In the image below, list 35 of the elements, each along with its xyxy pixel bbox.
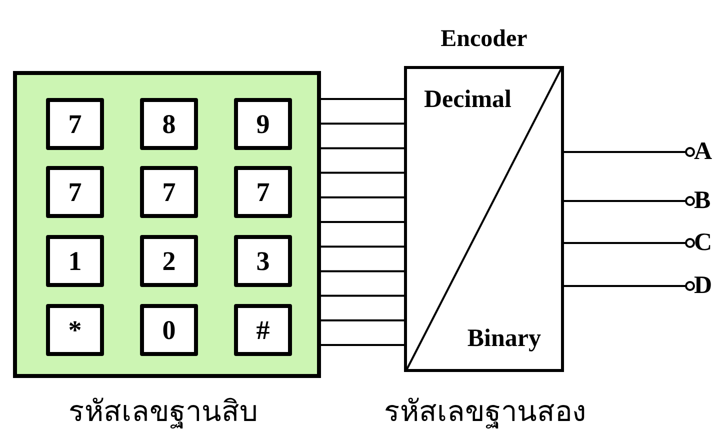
wire [321, 246, 404, 248]
encoder-title: Encoder [440, 26, 528, 54]
keypad-key: 7 [234, 166, 292, 218]
wire [564, 281, 695, 291]
keypad-key: 7 [46, 166, 104, 218]
keypad-key: * [46, 304, 104, 356]
keypad-key: 9 [234, 98, 292, 150]
wire [321, 172, 404, 174]
node-label: รหัสเลขฐานสอง [383, 395, 587, 430]
keypad-key: # [234, 304, 292, 356]
wire [321, 319, 404, 322]
keypad-key: 3 [234, 235, 292, 287]
wire [321, 270, 404, 272]
output-terminal-label: B [694, 187, 711, 215]
keypad-key: 1 [46, 235, 104, 287]
output-terminal-label: D [694, 272, 712, 300]
wire [321, 344, 404, 346]
node-label: รหัสเลขฐานสิบ [68, 395, 258, 430]
output-terminal-label: C [694, 229, 712, 257]
wire [564, 196, 695, 206]
keypad-key: 8 [140, 98, 198, 150]
keypad-key: 2 [140, 235, 198, 287]
keypad-key: 7 [140, 166, 198, 218]
wire [321, 98, 404, 100]
wire [564, 147, 695, 157]
wire [321, 147, 404, 150]
output-terminal-label: A [694, 138, 712, 166]
wire [564, 238, 695, 248]
keypad-key: 0 [140, 304, 198, 356]
wire [321, 294, 404, 297]
wire [321, 196, 404, 198]
keypad-panel [13, 71, 321, 378]
wire [321, 122, 404, 125]
keypad-key: 7 [46, 98, 104, 150]
wire [321, 221, 404, 223]
